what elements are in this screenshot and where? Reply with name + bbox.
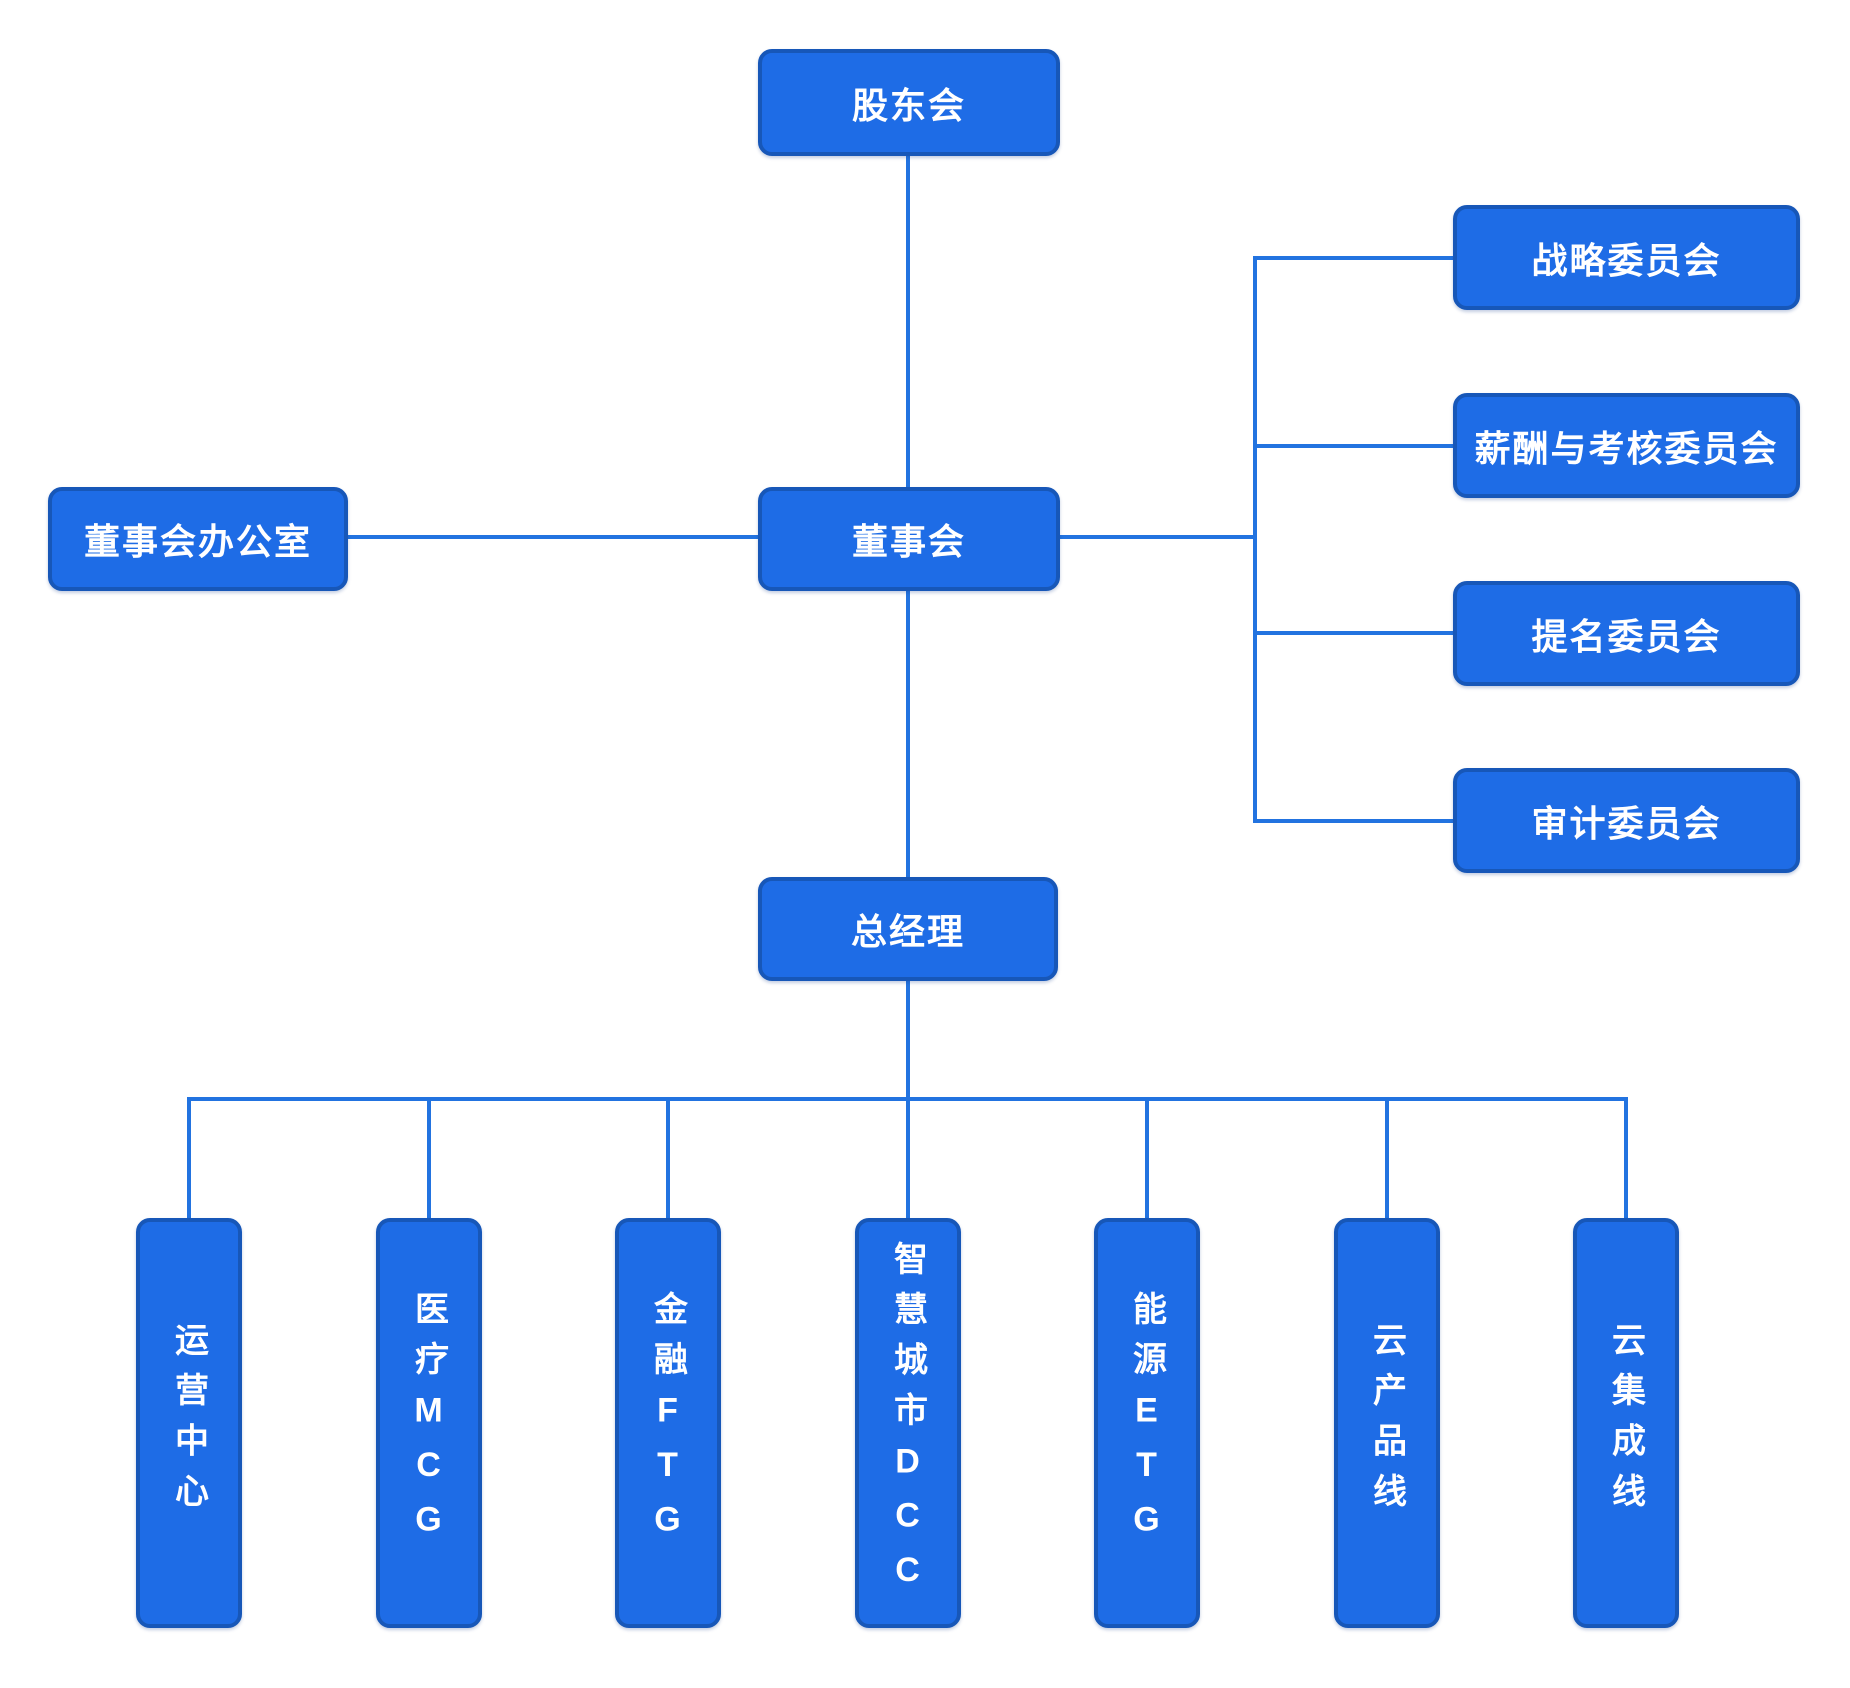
node-nomination-committee[interactable]: 提名委员会 (1453, 581, 1800, 686)
node-finance-ftg-label: 金融FTG (648, 1291, 687, 1555)
node-medical-mcg[interactable]: 医疗MCG (376, 1218, 482, 1628)
node-smart-city-dcc-label: 智慧城市DCC (888, 1240, 927, 1606)
connector-board-committee-trunk (1060, 535, 1257, 539)
connector-stub-cloud-product (1385, 1097, 1389, 1218)
node-energy-etg[interactable]: 能源ETG (1094, 1218, 1200, 1628)
node-strategy-committee[interactable]: 战略委员会 (1453, 205, 1800, 310)
node-audit-committee[interactable]: 审计委员会 (1453, 768, 1800, 873)
node-board[interactable]: 董事会 (758, 487, 1060, 591)
connector-stub-operations (187, 1097, 191, 1218)
node-strategy-committee-label: 战略委员会 (1531, 239, 1722, 281)
node-cloud-product-line-label: 云产品线 (1367, 1322, 1406, 1524)
connector-committee-trunk (1253, 256, 1257, 823)
node-general-manager[interactable]: 总经理 (758, 877, 1058, 981)
node-compensation-committee-label: 薪酬与考核委员会 (1474, 427, 1779, 469)
node-audit-committee-label: 审计委员会 (1531, 802, 1722, 844)
node-shareholders[interactable]: 股东会 (758, 49, 1060, 156)
node-finance-ftg[interactable]: 金融FTG (615, 1218, 721, 1628)
node-smart-city-dcc[interactable]: 智慧城市DCC (855, 1218, 961, 1628)
node-energy-etg-label: 能源ETG (1127, 1291, 1166, 1555)
node-cloud-integration-line[interactable]: 云集成线 (1573, 1218, 1679, 1628)
connector-stub-energy (1145, 1097, 1149, 1218)
connector-gm-rake (906, 981, 910, 1099)
connector-stub-cloud-integration (1624, 1097, 1628, 1218)
node-board-label: 董事会 (851, 521, 966, 562)
connector-office-board (348, 535, 758, 539)
connector-board-gm (906, 591, 910, 877)
node-operations-center[interactable]: 运营中心 (136, 1218, 242, 1628)
node-general-manager-label: 总经理 (850, 911, 965, 952)
connector-branch-nomination (1253, 631, 1453, 635)
node-cloud-integration-line-label: 云集成线 (1606, 1322, 1645, 1524)
connector-branch-strategy (1253, 256, 1453, 260)
connector-stub-medical (427, 1097, 431, 1218)
node-medical-mcg-label: 医疗MCG (409, 1291, 448, 1555)
node-board-office[interactable]: 董事会办公室 (48, 487, 348, 591)
connector-stub-finance (666, 1097, 670, 1218)
connector-branch-compensation (1253, 444, 1453, 448)
connector-branch-audit (1253, 819, 1453, 823)
connector-stub-smartcity (906, 1097, 910, 1218)
node-compensation-committee[interactable]: 薪酬与考核委员会 (1453, 393, 1800, 498)
connector-shareholders-board (906, 156, 910, 487)
node-cloud-product-line[interactable]: 云产品线 (1334, 1218, 1440, 1628)
node-nomination-committee-label: 提名委员会 (1531, 615, 1722, 657)
node-board-office-label: 董事会办公室 (83, 521, 312, 562)
node-operations-center-label: 运营中心 (169, 1322, 208, 1524)
node-shareholders-label: 股东会 (851, 84, 966, 126)
